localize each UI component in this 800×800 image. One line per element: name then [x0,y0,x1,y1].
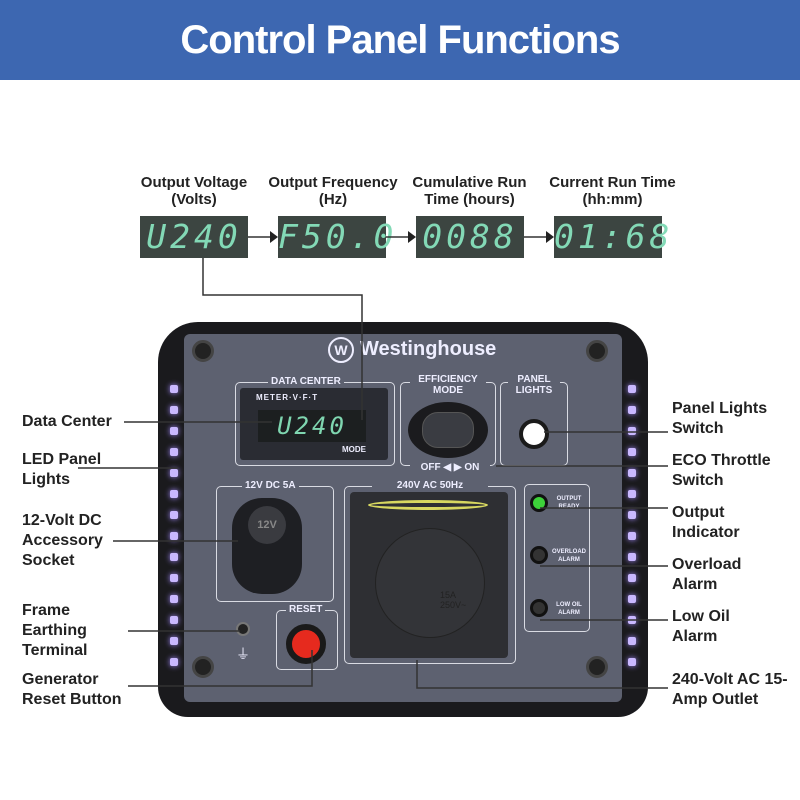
led-light [170,637,178,645]
reset-button[interactable] [286,624,326,664]
data-center-label: DATA CENTER [268,376,344,387]
led-light [628,658,636,666]
callout-panel-lights-switch: Panel Lights Switch [672,400,768,437]
ac-label: 240V AC 50Hz [372,480,488,491]
low-oil-label: LOW OIL ALARM [556,602,582,616]
callout-output-indicator: Output Indicator [672,504,740,541]
eco-throttle-switch[interactable] [422,412,474,448]
ground-icon: ⏚ [236,646,250,662]
callout-reset-button: Generator Reset Button [22,671,122,708]
frequency-heading: Output Frequency (Hz) [268,174,398,208]
led-light [170,553,178,561]
current-display: 01:68 [554,216,674,258]
callout-ac-outlet: 240-Volt AC 15-Amp Outlet [672,671,788,708]
panel-lights-switch[interactable] [519,419,549,449]
cumulative-heading: Cumulative Run Time (hours) [412,174,527,208]
led-light [628,448,636,456]
screw-icon [586,656,608,678]
led-light [628,532,636,540]
outlet-seal [368,500,488,510]
outlet-rating: 15A 250V~ [440,590,467,610]
led-light [170,427,178,435]
meter-display: U240 [258,410,366,442]
off-on-label: OFF ◀ ▶ ON [410,462,490,473]
page-title: Control Panel Functions [0,0,800,80]
led-light [170,511,178,519]
led-light [628,637,636,645]
callout-led-panel-lights: LED Panel Lights [22,451,102,488]
callout-earthing-terminal: Frame Earthing Terminal [22,602,88,659]
led-light [628,490,636,498]
callout-overload-alarm: Overload Alarm [672,556,742,593]
screw-icon [192,340,214,362]
dc-socket-cap: 12V [248,506,286,544]
led-light [170,385,178,393]
led-light [628,595,636,603]
brand-name: Westinghouse [360,338,497,360]
led-light [628,469,636,477]
frequency-display: F50.0 [278,216,398,258]
outlet-face [375,528,485,638]
led-light [628,574,636,582]
westinghouse-logo-icon: W [328,337,354,363]
led-light [170,532,178,540]
callout-12v-socket: 12-Volt DC Accessory Socket [22,512,103,569]
current-heading: Current Run Time (hh:mm) [549,174,676,208]
low-oil-light [530,599,548,617]
led-light [170,595,178,603]
led-light [628,385,636,393]
led-light [170,448,178,456]
voltage-display: U240 [140,216,248,258]
output-ready-label: OUTPUT READY [556,496,582,510]
overload-light [530,546,548,564]
panel-lights-label: PANEL LIGHTS [508,374,560,396]
dc-label: 12V DC 5A [242,480,299,491]
reset-label: RESET [286,604,326,615]
screw-icon [586,340,608,362]
meter-label: METER·V·F·T [256,393,319,402]
led-light [628,511,636,519]
led-light [170,490,178,498]
led-light [170,469,178,477]
mode-button[interactable]: MODE [342,445,366,454]
led-light [628,553,636,561]
voltage-heading: Output Voltage (Volts) [140,174,248,208]
led-light [628,406,636,414]
efficiency-label: EFFICIENCY MODE [410,374,486,396]
callout-data-center: Data Center [22,413,112,430]
callout-eco-switch: ECO Throttle Switch [672,452,771,489]
callout-low-oil-alarm: Low Oil Alarm [672,608,730,645]
led-light [628,427,636,435]
led-light [170,406,178,414]
cumulative-display: 0088 [416,216,524,258]
earthing-terminal[interactable] [236,622,250,636]
led-light [170,616,178,624]
indicator-box [524,484,590,632]
overload-label: OVERLOAD ALARM [552,549,587,563]
screw-icon [192,656,214,678]
led-light [170,658,178,666]
led-light [170,574,178,582]
